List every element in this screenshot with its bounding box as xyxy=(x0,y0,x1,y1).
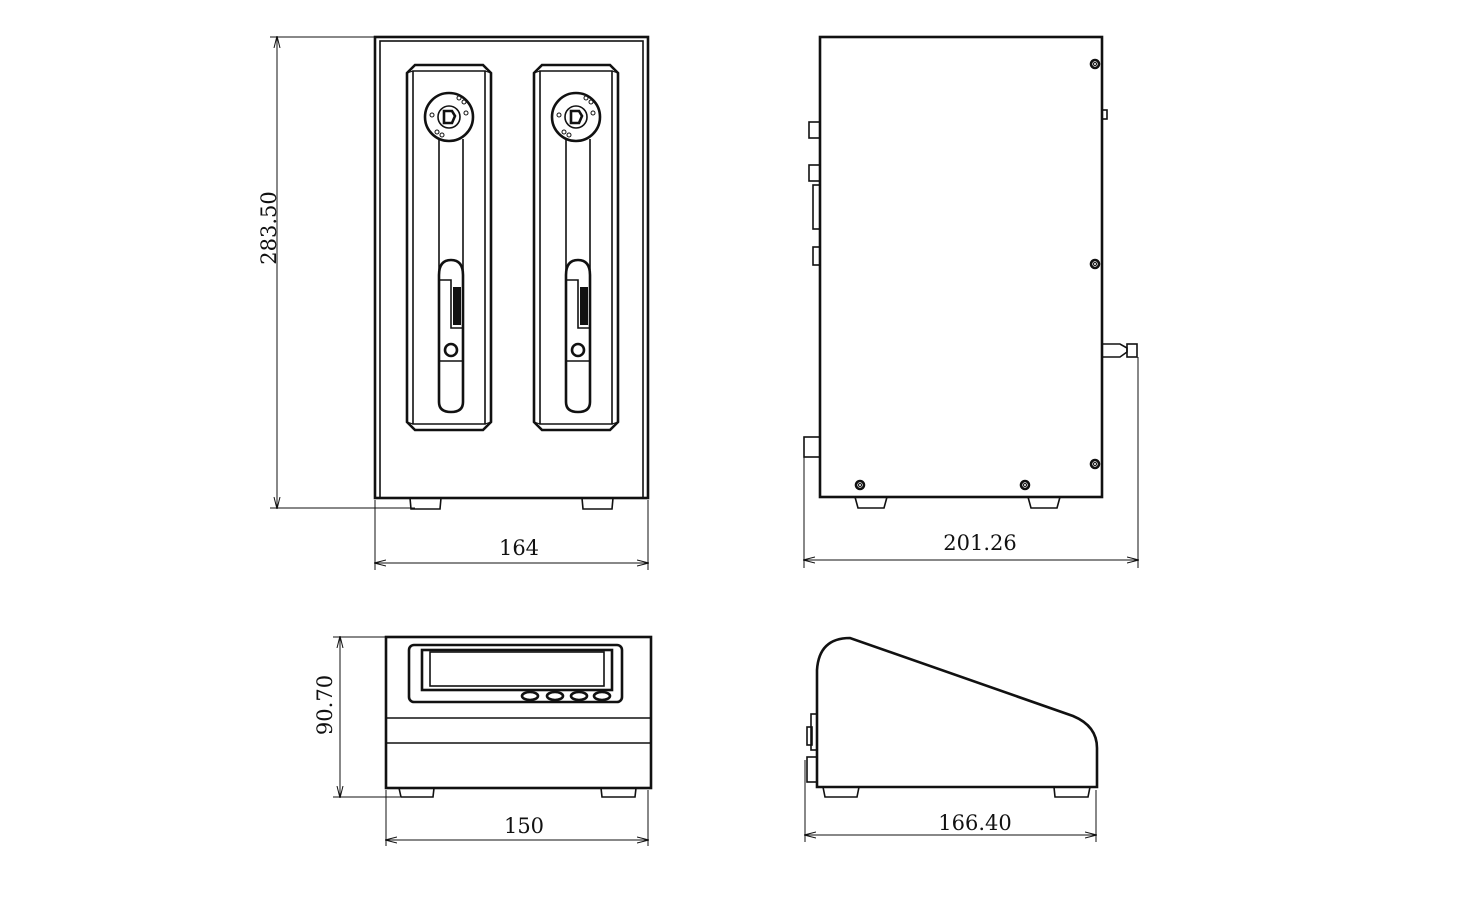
foot xyxy=(822,786,860,798)
dimension-label-width: 150 xyxy=(504,814,544,838)
dimension-label-height: 283.50 xyxy=(257,191,281,264)
controller-side-view xyxy=(806,636,1099,798)
syringe-slot-left xyxy=(405,63,493,432)
foot xyxy=(600,787,637,798)
foot xyxy=(581,497,614,510)
foot xyxy=(1027,496,1061,509)
foot xyxy=(409,497,442,510)
controller-housing xyxy=(384,635,653,790)
foot xyxy=(854,496,888,509)
controller-width-dimension: 150 xyxy=(386,790,648,846)
connector xyxy=(808,121,821,139)
dimension-label-width: 164 xyxy=(499,536,539,560)
power-connector xyxy=(806,756,818,783)
foot xyxy=(398,787,435,798)
side-tab xyxy=(1101,109,1108,120)
connector xyxy=(808,164,821,182)
side-knob xyxy=(1102,343,1128,358)
controller-height-dimension: 90.70 xyxy=(313,637,400,797)
lcd-display xyxy=(420,648,614,692)
dimension-label-depth: 166.40 xyxy=(938,811,1011,835)
front-panel xyxy=(379,40,644,499)
front-width-dimension: 164 xyxy=(375,500,648,570)
keypad-buttons xyxy=(520,690,612,702)
serial-port xyxy=(812,184,821,230)
side-view xyxy=(803,35,1138,509)
display-bezel xyxy=(407,643,624,704)
foot xyxy=(1053,786,1091,798)
controller-profile xyxy=(815,636,1099,789)
controller-front-view xyxy=(384,635,653,798)
front-view xyxy=(373,35,650,510)
connector xyxy=(812,246,821,266)
controller-depth-dimension: 166.40 xyxy=(805,760,1096,842)
dimension-label-height: 90.70 xyxy=(313,675,337,735)
lcd-window xyxy=(429,651,605,687)
side-connector xyxy=(810,713,818,751)
side-connector-tab xyxy=(806,726,813,746)
dimension-label-depth: 201.26 xyxy=(943,531,1016,555)
syringe-slot-right xyxy=(532,63,620,432)
side-depth-dimension: 201.26 xyxy=(804,357,1138,568)
power-connector xyxy=(803,436,821,458)
knob-cap xyxy=(1126,343,1138,358)
side-housing xyxy=(818,35,1104,499)
screws xyxy=(854,58,1101,491)
front-height-dimension: 283.50 xyxy=(257,37,415,508)
